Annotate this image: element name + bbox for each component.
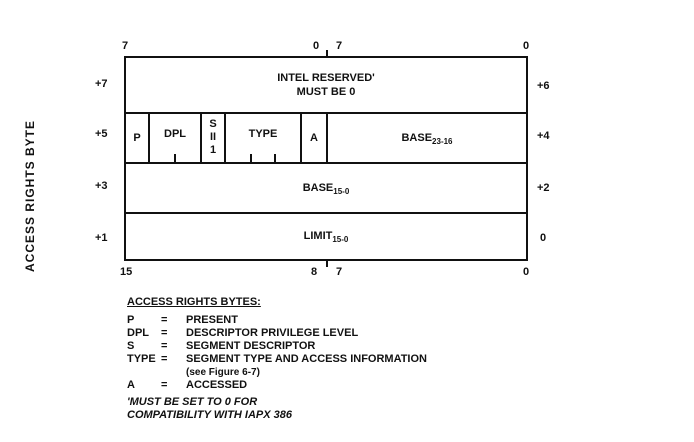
legend-equals: = bbox=[161, 340, 168, 352]
legend-desc: SEGMENT TYPE AND ACCESS INFORMATION bbox=[186, 353, 427, 365]
top-mid-tick bbox=[326, 50, 328, 58]
legend-key: TYPE bbox=[127, 353, 156, 365]
bit-0-right-top: 0 bbox=[523, 40, 530, 52]
reserved-line1: INTEL RESERVED' bbox=[277, 72, 375, 84]
type-label: TYPE bbox=[248, 128, 278, 140]
offset-right-2: +2 bbox=[537, 182, 550, 194]
base-low-text: BASE bbox=[302, 182, 334, 194]
offset-right-4: +4 bbox=[537, 130, 550, 142]
legend-item-s: S = SEGMENT DESCRIPTOR bbox=[127, 340, 427, 353]
legend-desc: ACCESSED bbox=[186, 379, 248, 391]
legend-desc: PRESENT bbox=[186, 314, 238, 326]
base-high-subscript: 23-16 bbox=[432, 137, 453, 146]
legend-key: DPL bbox=[127, 327, 149, 339]
offset-right-6: +6 bbox=[537, 80, 550, 92]
limit-label: LIMIT15-0 bbox=[126, 230, 526, 246]
bit-15-bottom: 15 bbox=[120, 266, 133, 278]
legend-desc: SEGMENT DESCRIPTOR bbox=[186, 340, 316, 352]
legend-equals: = bbox=[161, 314, 168, 326]
footnote-line2: COMPATIBILITY WITH IAPX 386 bbox=[127, 409, 293, 421]
offset-left-1: +1 bbox=[95, 232, 108, 244]
base-low-subscript: 15-0 bbox=[333, 187, 350, 196]
row-intel-reserved: INTEL RESERVED' MUST BE 0 bbox=[126, 58, 526, 114]
row-base-low: BASE15-0 bbox=[126, 164, 526, 214]
legend-item-a: A = ACCESSED bbox=[127, 379, 427, 392]
limit-subscript: 15-0 bbox=[332, 235, 349, 244]
bit-8-bottom: 8 bbox=[311, 266, 318, 278]
legend-equals: = bbox=[161, 379, 168, 391]
bit-0-bottom: 0 bbox=[523, 266, 530, 278]
legend-key: S bbox=[127, 340, 135, 352]
bit-7-left-top: 7 bbox=[122, 40, 129, 52]
legend-key: P bbox=[127, 314, 135, 326]
legend-desc: DESCRIPTOR PRIVILEGE LEVEL bbox=[186, 327, 359, 339]
cell-dpl: DPL bbox=[150, 114, 202, 162]
descriptor-frame: INTEL RESERVED' MUST BE 0 P DPL S II 1 T… bbox=[124, 50, 528, 267]
type-tick-1 bbox=[250, 154, 252, 162]
row-limit: LIMIT15-0 bbox=[126, 214, 526, 259]
offset-right-0: 0 bbox=[540, 232, 547, 244]
legend-item-p: P = PRESENT bbox=[127, 314, 427, 327]
cell-type: TYPE bbox=[226, 114, 302, 162]
cell-p: P bbox=[126, 114, 150, 162]
reserved-line2: MUST BE 0 bbox=[296, 86, 356, 98]
row-access-rights: P DPL S II 1 TYPE A BASE23-16 bbox=[126, 114, 526, 164]
legend-equals: = bbox=[161, 327, 168, 339]
bit-0-mid-top: 0 bbox=[313, 40, 320, 52]
legend-type-reference: (see Figure 6-7) bbox=[186, 367, 260, 378]
access-rights-byte-label: ACCESS RIGHTS BYTE bbox=[23, 119, 37, 272]
offset-left-3: +3 bbox=[95, 180, 108, 192]
bit-7-mid-top: 7 bbox=[336, 40, 343, 52]
legend-item-dpl: DPL = DESCRIPTOR PRIVILEGE LEVEL bbox=[127, 327, 427, 340]
bottom-mid-tick bbox=[326, 259, 328, 267]
limit-text: LIMIT bbox=[303, 230, 333, 242]
s-bot-label: 1 bbox=[209, 144, 217, 156]
base-high-label: BASE23-16 bbox=[328, 132, 526, 148]
p-label: P bbox=[133, 132, 141, 144]
s-mid-label: II bbox=[209, 131, 217, 143]
legend-title: ACCESS RIGHTS BYTES: bbox=[127, 296, 261, 308]
cell-a: A bbox=[302, 114, 328, 162]
legend-key: A bbox=[127, 379, 135, 391]
base-low-label: BASE15-0 bbox=[126, 182, 526, 198]
offset-left-5: +5 bbox=[95, 128, 108, 140]
dpl-label: DPL bbox=[164, 128, 186, 140]
footnote-line1: 'MUST BE SET TO 0 FOR bbox=[127, 396, 258, 408]
dpl-tick bbox=[174, 154, 176, 162]
type-tick-2 bbox=[274, 154, 276, 162]
access-rights-legend: ACCESS RIGHTS BYTES: P = PRESENT DPL = D… bbox=[127, 296, 427, 422]
base-high-text: BASE bbox=[401, 132, 433, 144]
cell-s: S II 1 bbox=[202, 114, 226, 162]
cell-base-high: BASE23-16 bbox=[328, 114, 526, 162]
legend-equals: = bbox=[161, 353, 168, 365]
s-top-label: S bbox=[209, 118, 217, 130]
bit-7-bottom: 7 bbox=[336, 266, 343, 278]
a-label: A bbox=[310, 132, 318, 144]
legend-item-type: TYPE = SEGMENT TYPE AND ACCESS INFORMATI… bbox=[127, 353, 427, 366]
offset-left-7: +7 bbox=[95, 78, 108, 90]
